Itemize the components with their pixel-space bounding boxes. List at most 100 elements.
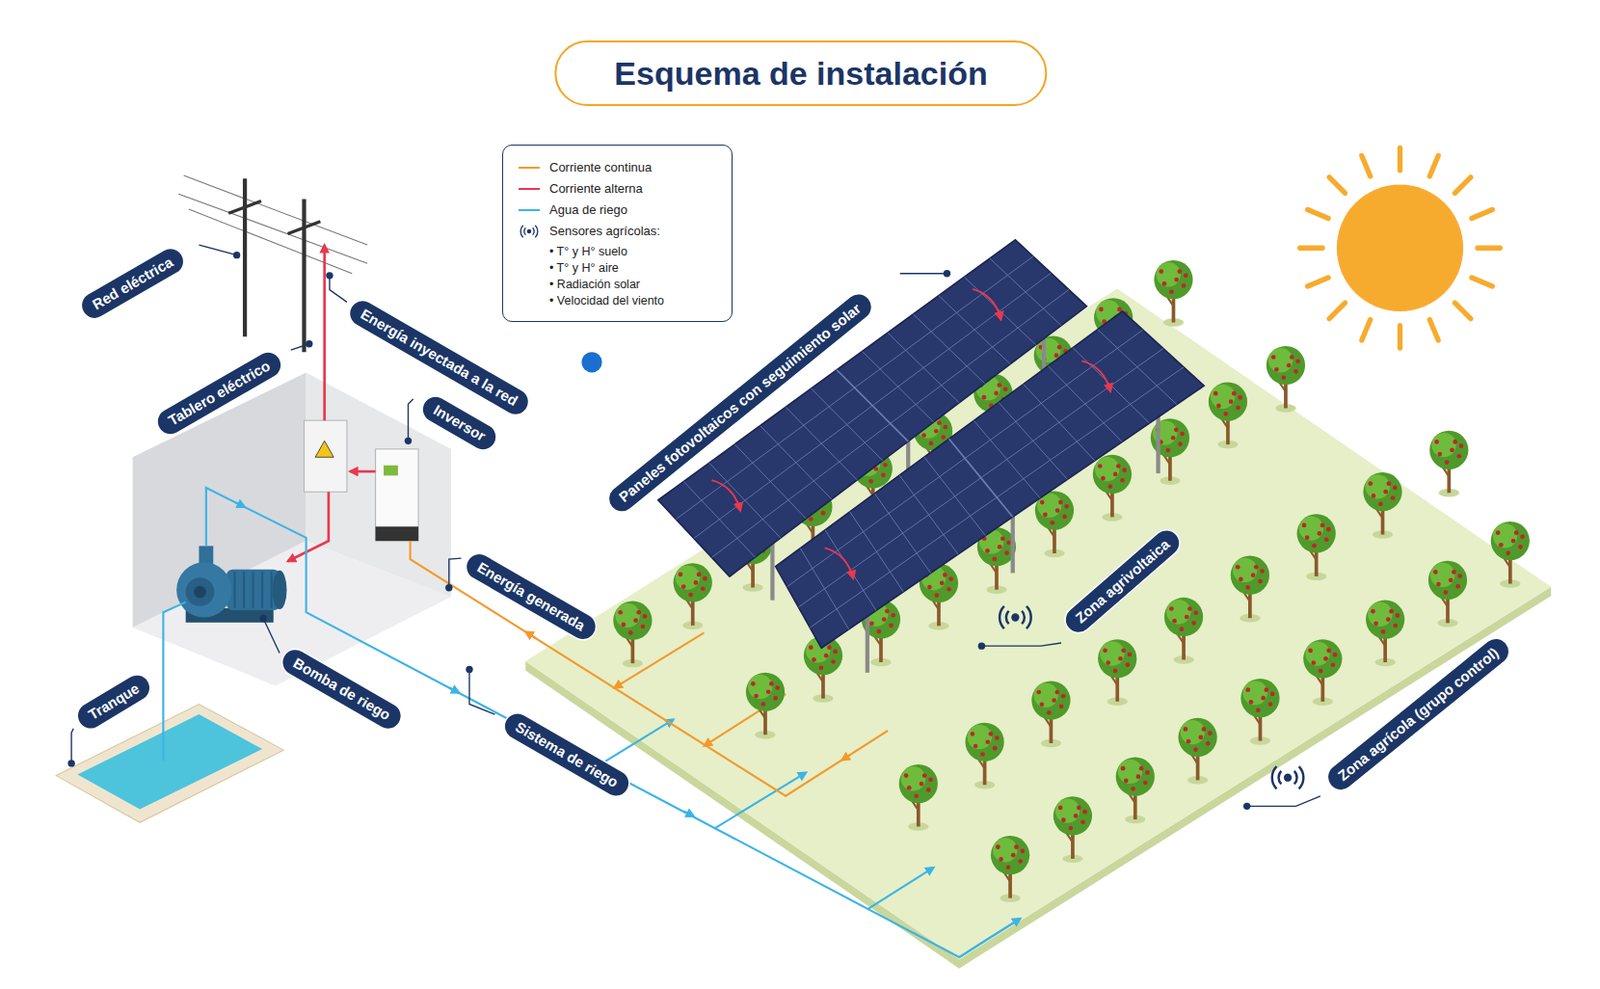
cherry bbox=[774, 685, 780, 691]
sun-ray bbox=[1397, 325, 1403, 348]
cherry bbox=[1113, 472, 1119, 478]
sensor-wave bbox=[1279, 771, 1282, 784]
tracking-arrow bbox=[1081, 360, 1111, 392]
panel-grid bbox=[798, 348, 1163, 608]
cherry bbox=[1270, 692, 1276, 697]
cherry bbox=[1293, 369, 1299, 374]
cherry bbox=[1120, 766, 1126, 772]
leader-dot bbox=[943, 269, 951, 277]
cherry bbox=[773, 695, 778, 701]
cherry bbox=[819, 666, 825, 671]
cherry bbox=[1207, 730, 1213, 736]
cherry bbox=[927, 585, 933, 590]
cherry bbox=[1511, 538, 1517, 544]
cherry bbox=[1231, 391, 1237, 397]
callout-text: Energía generada bbox=[474, 559, 588, 635]
tree-canopy bbox=[1116, 757, 1155, 797]
cherry bbox=[921, 432, 927, 438]
fruit-tree bbox=[1153, 260, 1193, 327]
cherry bbox=[808, 644, 814, 650]
cherry bbox=[1452, 439, 1458, 445]
sun-ray bbox=[1300, 245, 1323, 251]
tracking-arrow bbox=[825, 547, 854, 579]
tree-canopy-light bbox=[967, 724, 992, 749]
cherry bbox=[1179, 431, 1185, 437]
cherry bbox=[1054, 690, 1060, 695]
illustration bbox=[55, 148, 1551, 969]
cherry bbox=[693, 580, 699, 586]
cherry bbox=[1058, 805, 1064, 811]
cherry bbox=[750, 681, 756, 687]
fruit-tree bbox=[1429, 430, 1468, 498]
inverter-base bbox=[375, 526, 419, 541]
flow-arrow bbox=[234, 502, 245, 507]
cherry bbox=[877, 629, 882, 635]
leader-dot bbox=[259, 614, 267, 622]
cherry bbox=[1311, 543, 1317, 549]
cherry bbox=[1080, 819, 1086, 825]
legend-text: • T° y H° aire bbox=[549, 260, 619, 276]
cherry bbox=[1326, 648, 1332, 654]
fruit-tree bbox=[1116, 757, 1155, 825]
cherry bbox=[1390, 495, 1396, 501]
tree-canopy-light bbox=[1055, 798, 1080, 823]
blue-dot bbox=[581, 351, 602, 373]
fruit-tree bbox=[613, 601, 652, 668]
cherry bbox=[1326, 527, 1332, 533]
panel-grid bbox=[787, 329, 1144, 587]
fruit-tree bbox=[1031, 680, 1070, 747]
panel-post bbox=[770, 538, 774, 601]
leader-line bbox=[900, 272, 948, 274]
cherry bbox=[766, 689, 772, 694]
tracking-arrow bbox=[972, 289, 1002, 320]
cherry bbox=[1286, 363, 1292, 369]
fruit-tree bbox=[1365, 600, 1405, 667]
cherry bbox=[890, 613, 896, 618]
fruit-tree bbox=[1428, 560, 1467, 628]
tree-canopy bbox=[746, 672, 785, 712]
warning-sign bbox=[315, 440, 334, 457]
cherry bbox=[992, 557, 998, 562]
cherry bbox=[1076, 805, 1082, 811]
motor-fin bbox=[270, 571, 273, 609]
cherry bbox=[761, 701, 767, 707]
cherry bbox=[1181, 283, 1187, 289]
cherry bbox=[1173, 277, 1179, 283]
cherry bbox=[1100, 476, 1106, 481]
sun-ray bbox=[1429, 320, 1439, 342]
flow-arrow bbox=[449, 687, 460, 694]
legend-swatch bbox=[518, 209, 540, 213]
dc-branch bbox=[613, 632, 704, 688]
cherry bbox=[1395, 613, 1401, 618]
cherry bbox=[1455, 584, 1461, 589]
pole bbox=[301, 198, 306, 352]
tree-canopy bbox=[1178, 718, 1218, 757]
cherry bbox=[1162, 281, 1168, 287]
cherry bbox=[1120, 478, 1125, 483]
callout-tag: Energía generada bbox=[461, 550, 600, 644]
cherry bbox=[1059, 704, 1065, 710]
leader-line bbox=[71, 728, 74, 764]
legend-swatch bbox=[518, 187, 540, 191]
cherry bbox=[1305, 534, 1310, 540]
cherry bbox=[681, 584, 687, 589]
water-branch bbox=[867, 867, 934, 909]
cherry bbox=[997, 544, 1003, 550]
legend-row: Corriente alterna bbox=[518, 180, 720, 198]
cherry bbox=[688, 592, 694, 598]
title-text: Esquema de instalación bbox=[613, 54, 987, 92]
cherry bbox=[1176, 268, 1182, 274]
fruit-tree bbox=[1266, 346, 1306, 413]
cherry bbox=[1050, 520, 1056, 526]
cherry bbox=[1003, 386, 1009, 392]
cherry bbox=[1187, 606, 1193, 612]
cherry bbox=[1392, 623, 1398, 629]
fruit-tree bbox=[1303, 639, 1342, 706]
ac-line bbox=[349, 470, 375, 474]
leader-dot bbox=[1243, 802, 1251, 810]
cherry bbox=[1136, 773, 1142, 779]
cherry bbox=[881, 616, 887, 622]
cherry bbox=[1121, 467, 1127, 473]
sensor-wave bbox=[1026, 606, 1032, 629]
motor-fin bbox=[242, 571, 245, 609]
